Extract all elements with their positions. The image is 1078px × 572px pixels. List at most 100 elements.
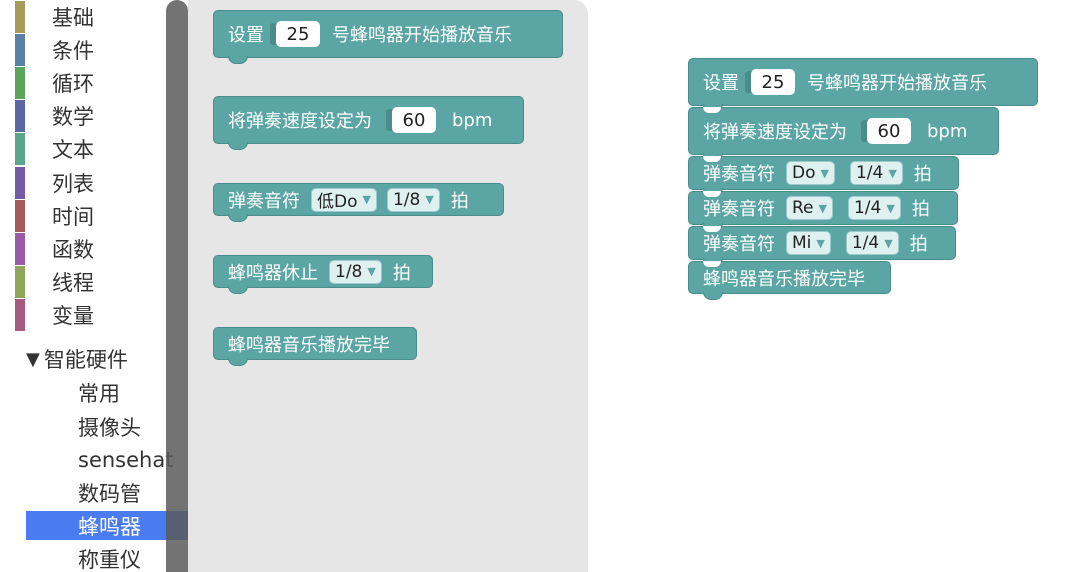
category-label: 线程 bbox=[52, 271, 94, 295]
block-text: 拍 bbox=[909, 234, 928, 255]
duration-dropdown[interactable]: 1/4▼ bbox=[845, 231, 899, 255]
note-dropdown[interactable]: Do ▼ bbox=[786, 161, 835, 185]
category-label: 称重仪 bbox=[78, 548, 141, 572]
category-label: 数学 bbox=[52, 105, 94, 129]
flyout-corner bbox=[568, 0, 588, 20]
block-text: 弹奏音符 bbox=[703, 164, 775, 185]
caret-down-icon: ▼ bbox=[425, 193, 434, 206]
block-text: bpm bbox=[452, 109, 493, 131]
category-label: 条件 bbox=[52, 39, 94, 63]
block-text: 设置 bbox=[703, 73, 739, 94]
category-segment-display[interactable]: 数码管 bbox=[26, 477, 188, 509]
workspace-set-tempo-block[interactable]: 将弹奏速度设定为 60 bpm bbox=[688, 107, 999, 161]
category-loop[interactable]: 循环 bbox=[15, 67, 175, 99]
duration-dropdown[interactable]: 1/8▼ bbox=[329, 259, 382, 284]
workspace-play-note-block[interactable]: 弹奏音符 Re ▼ 1/4▼ 拍 bbox=[688, 191, 958, 231]
block-text: 拍 bbox=[392, 262, 411, 284]
duration-dropdown[interactable]: 1/4 ▼ bbox=[849, 161, 903, 185]
pin-number-field[interactable]: 25 bbox=[276, 21, 320, 47]
caret-down-icon: ▼ bbox=[816, 236, 825, 250]
block-text: 设置 bbox=[228, 25, 264, 46]
category-label: 列表 bbox=[52, 172, 94, 196]
category-toolbox: 基础 条件 循环 数学 文本 列表 时间 函数 线程 变量 ▼ 智能硬件 常用 bbox=[0, 0, 188, 572]
category-color-swatch bbox=[15, 233, 25, 265]
note-dropdown[interactable]: Re ▼ bbox=[786, 196, 833, 220]
workspace-play-note-block[interactable]: 弹奏音符 Do ▼ 1/4 ▼ 拍 bbox=[688, 156, 959, 196]
note-dropdown[interactable]: Mi ▼ bbox=[786, 231, 831, 255]
category-time[interactable]: 时间 bbox=[15, 200, 175, 232]
category-list[interactable]: 列表 bbox=[15, 167, 175, 199]
category-text[interactable]: 文本 bbox=[15, 133, 175, 165]
block-text: 弹奏音符 bbox=[703, 234, 775, 255]
workspace-play-note-block[interactable]: 弹奏音符 Mi ▼ 1/4▼ 拍 bbox=[688, 226, 956, 266]
buzzer-finish-block[interactable]: 蜂鸣器音乐播放完毕 bbox=[213, 327, 417, 366]
dropdown-value: 1/8 bbox=[335, 261, 363, 282]
category-sensehat[interactable]: sensehat bbox=[26, 444, 188, 476]
category-thread[interactable]: 线程 bbox=[15, 266, 175, 298]
workspace-set-buzzer-block[interactable]: 设置 25 号蜂鸣器开始播放音乐 bbox=[688, 58, 1038, 112]
category-group-hardware[interactable]: ▼ 智能硬件 bbox=[26, 343, 128, 375]
dropdown-value: 1/4 bbox=[853, 198, 882, 218]
category-basic[interactable]: 基础 bbox=[15, 1, 175, 33]
dropdown-value: 1/8 bbox=[392, 189, 421, 210]
category-label: sensehat bbox=[78, 448, 174, 472]
note-dropdown[interactable]: 低Do▼ bbox=[311, 187, 377, 212]
category-color-swatch bbox=[15, 200, 25, 232]
category-label: 摄像头 bbox=[78, 416, 141, 440]
category-color-swatch bbox=[15, 167, 25, 199]
category-condition[interactable]: 条件 bbox=[15, 34, 175, 66]
block-text: 蜂鸣器音乐播放完毕 bbox=[703, 268, 865, 290]
category-color-swatch bbox=[15, 34, 25, 66]
tempo-field[interactable]: 60 bbox=[392, 107, 436, 133]
category-color-swatch bbox=[15, 100, 25, 132]
caret-down-icon: ▼ bbox=[820, 166, 829, 180]
category-scale[interactable]: 称重仪 bbox=[26, 543, 188, 572]
category-math[interactable]: 数学 bbox=[15, 100, 175, 132]
collapse-triangle-icon[interactable]: ▼ bbox=[26, 348, 40, 370]
set-buzzer-block[interactable]: 设置 25 号蜂鸣器开始播放音乐 bbox=[213, 10, 563, 64]
workspace-buzzer-finish-block[interactable]: 蜂鸣器音乐播放完毕 bbox=[688, 261, 891, 300]
category-color-swatch bbox=[15, 266, 25, 298]
category-function[interactable]: 函数 bbox=[15, 233, 175, 265]
block-text: 弹奏音符 bbox=[703, 199, 775, 220]
duration-dropdown[interactable]: 1/4▼ bbox=[847, 196, 901, 220]
set-tempo-block[interactable]: 将弹奏速度设定为 60 bpm bbox=[213, 96, 524, 150]
block-text: 蜂鸣器休止 bbox=[228, 262, 318, 284]
block-text: 号蜂鸣器开始播放音乐 bbox=[332, 25, 512, 46]
category-group-label: 智能硬件 bbox=[43, 348, 128, 372]
buzzer-rest-block[interactable]: 蜂鸣器休止 1/8▼ 拍 bbox=[213, 255, 433, 294]
category-label: 变量 bbox=[52, 304, 94, 328]
category-label: 基础 bbox=[52, 6, 94, 30]
toolbox-scrollbar[interactable] bbox=[166, 0, 188, 572]
category-common[interactable]: 常用 bbox=[26, 377, 188, 409]
tempo-field[interactable]: 60 bbox=[867, 118, 911, 144]
caret-down-icon: ▼ bbox=[818, 201, 827, 215]
category-color-swatch bbox=[15, 133, 25, 165]
block-text: bpm bbox=[927, 120, 968, 142]
block-text: 拍 bbox=[911, 199, 930, 220]
category-variable[interactable]: 变量 bbox=[15, 299, 175, 331]
block-text: 拍 bbox=[913, 164, 932, 185]
category-buzzer[interactable]: 蜂鸣器 bbox=[26, 511, 188, 540]
block-text: 弹奏音符 bbox=[228, 190, 300, 212]
dropdown-value: Re bbox=[792, 198, 814, 218]
block-text: 将弹奏速度设定为 bbox=[703, 122, 847, 143]
pin-number-field[interactable]: 25 bbox=[751, 69, 795, 95]
play-note-block[interactable]: 弹奏音符 低Do▼ 1/8 ▼ 拍 bbox=[213, 183, 504, 222]
dropdown-value: 1/4 bbox=[855, 163, 884, 183]
category-label: 文本 bbox=[52, 138, 94, 162]
block-text: 将弹奏速度设定为 bbox=[228, 111, 372, 132]
dropdown-value: Mi bbox=[792, 233, 812, 253]
category-label: 循环 bbox=[52, 72, 94, 96]
category-camera[interactable]: 摄像头 bbox=[26, 411, 188, 443]
category-label: 函数 bbox=[52, 238, 94, 262]
category-label: 蜂鸣器 bbox=[78, 514, 141, 539]
caret-down-icon: ▼ bbox=[888, 166, 897, 180]
block-text: 拍 bbox=[450, 190, 469, 212]
category-label: 时间 bbox=[52, 205, 94, 229]
duration-dropdown[interactable]: 1/8 ▼ bbox=[386, 187, 440, 212]
dropdown-value: 1/4 bbox=[851, 233, 880, 253]
category-color-swatch bbox=[15, 1, 25, 33]
block-text: 蜂鸣器音乐播放完毕 bbox=[228, 334, 390, 356]
dropdown-value: Do bbox=[792, 163, 816, 183]
